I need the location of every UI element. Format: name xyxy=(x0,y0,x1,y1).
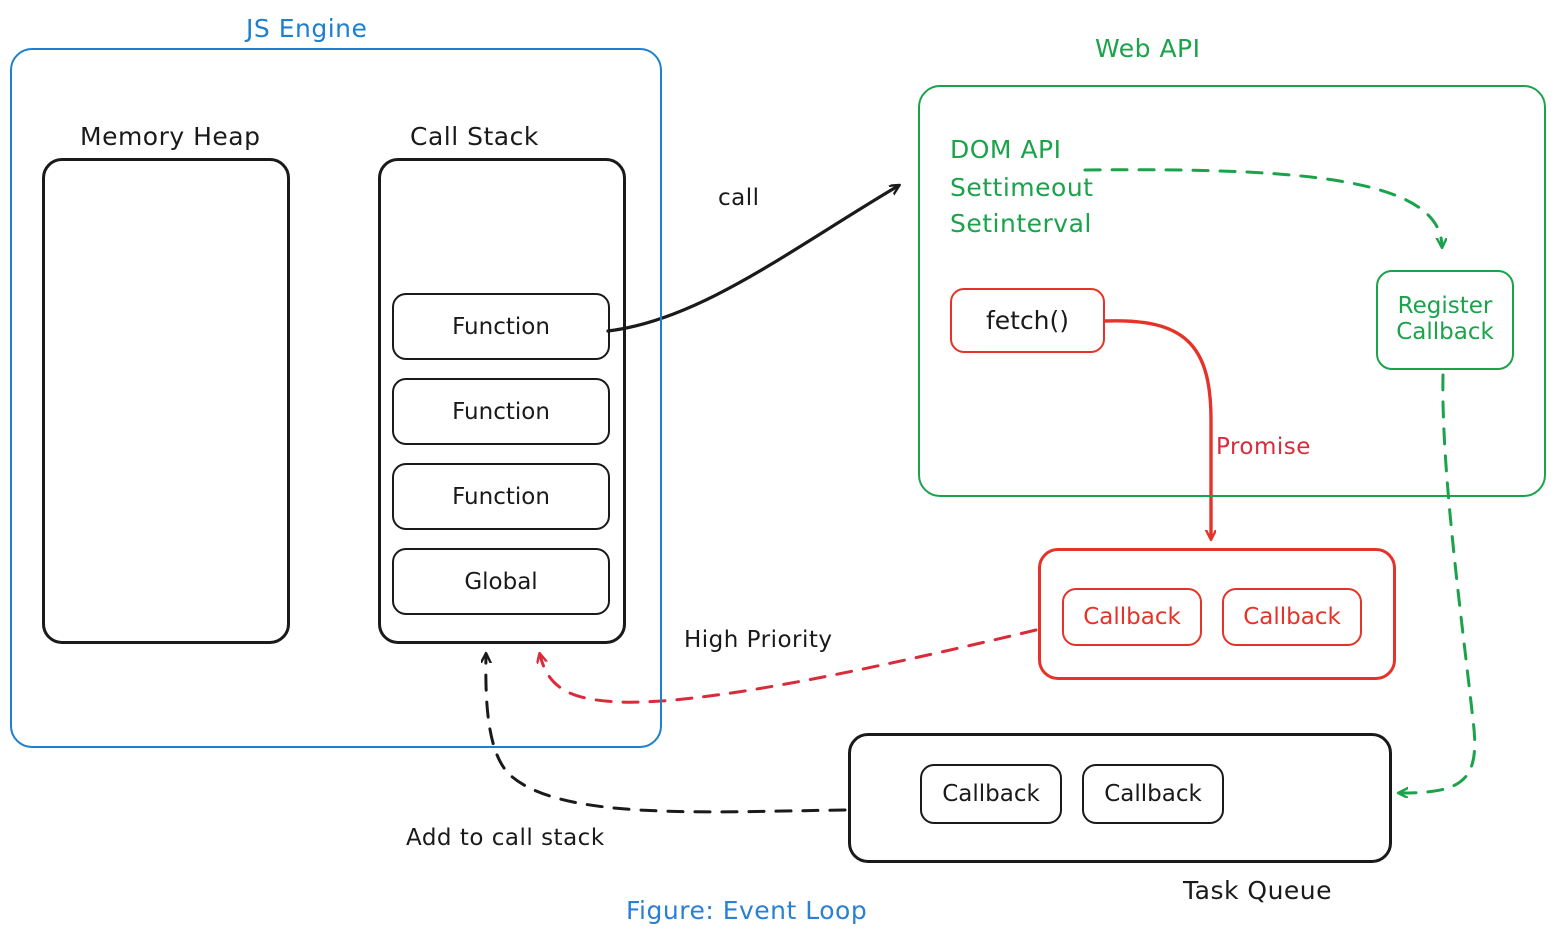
high-priority-edge-label: High Priority xyxy=(684,627,833,653)
task-queue-box xyxy=(848,733,1392,863)
promise-edge-label: Promise xyxy=(1216,434,1311,460)
call-stack-frame-1[interactable]: Function xyxy=(392,378,610,445)
add-to-call-stack-edge-label: Add to call stack xyxy=(406,825,605,851)
microtask-callback-1[interactable]: Callback xyxy=(1222,588,1362,646)
call-stack-box xyxy=(378,158,626,644)
fetch-box[interactable]: fetch() xyxy=(950,288,1105,353)
web-api-title: Web API xyxy=(1095,34,1201,63)
call-stack-frame-0[interactable]: Function xyxy=(392,293,610,360)
figure-caption: Figure: Event Loop xyxy=(626,896,868,925)
task-queue-label: Task Queue xyxy=(1183,876,1333,905)
microtask-queue-box xyxy=(1038,548,1396,680)
call-stack-label: Call Stack xyxy=(410,122,539,151)
web-api-setinterval-label: Setinterval xyxy=(950,209,1092,238)
register-callback-box[interactable]: Register Callback xyxy=(1376,270,1514,370)
register-callback-line-1: Register xyxy=(1397,293,1493,320)
register-callback-line-2: Callback xyxy=(1396,319,1494,345)
microtask-callback-0[interactable]: Callback xyxy=(1062,588,1202,646)
call-edge-label: call xyxy=(718,185,760,211)
js-engine-region xyxy=(10,48,662,748)
task-queue-callback-1[interactable]: Callback xyxy=(1082,764,1224,824)
memory-heap-label: Memory Heap xyxy=(80,122,261,151)
call-stack-frame-3[interactable]: Global xyxy=(392,548,610,615)
web-api-dom-api-label: DOM API xyxy=(950,135,1062,164)
memory-heap-box xyxy=(42,158,290,644)
web-api-region xyxy=(918,85,1546,497)
js-engine-title: JS Engine xyxy=(246,14,368,43)
call-stack-frame-2[interactable]: Function xyxy=(392,463,610,530)
web-api-settimeout-label: Settimeout xyxy=(950,173,1094,202)
task-queue-callback-0[interactable]: Callback xyxy=(920,764,1062,824)
